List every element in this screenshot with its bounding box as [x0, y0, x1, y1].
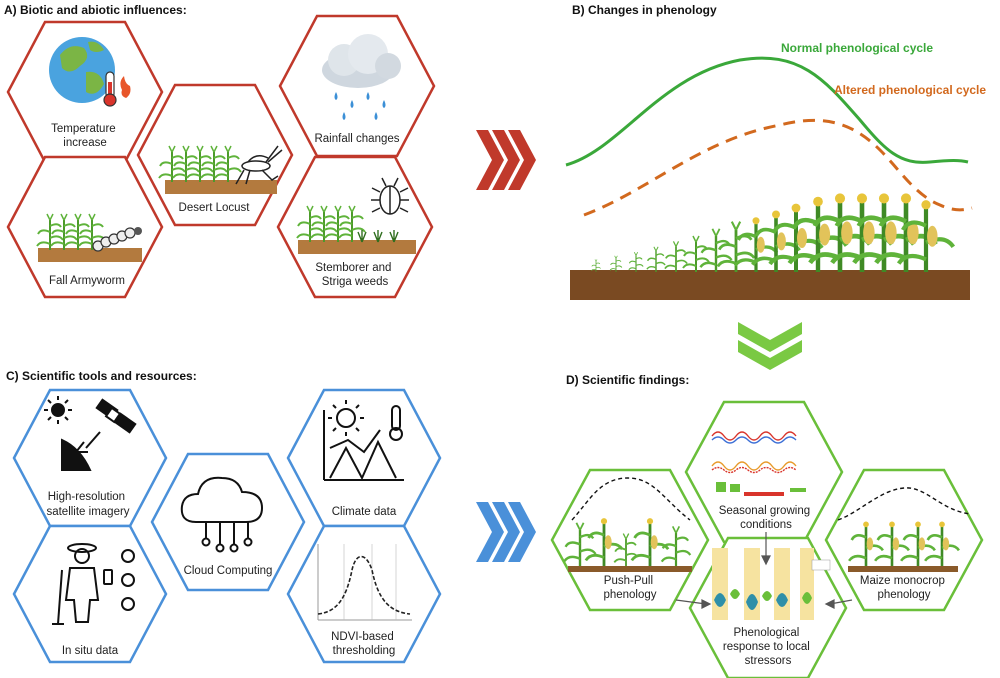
- altered-cycle-label: Altered phenological cycle: [834, 83, 986, 97]
- connector-arrows: [675, 532, 853, 609]
- maize-plants: [158, 145, 242, 183]
- label-pushpull: Push-Pull phenology: [603, 575, 656, 601]
- soil-strip: [298, 240, 416, 254]
- chevron-right-icon-red: [476, 130, 536, 190]
- label-armyworm: Fall Armyworm: [49, 275, 125, 287]
- panel-b: B) Changes in phenology Normal phenologi…: [565, 3, 986, 300]
- pushpull-cycle-curve: [571, 477, 691, 521]
- soil-strip: [165, 180, 277, 194]
- rain-cloud-icon: [322, 34, 401, 120]
- farmer-icon: [52, 543, 135, 625]
- panel-c: C) Scientific tools and resources: High-…: [6, 369, 442, 664]
- monocrop-cycle-curve: [837, 487, 971, 521]
- label-insitu: In situ data: [62, 645, 119, 657]
- normal-cycle-label: Normal phenological cycle: [781, 41, 933, 55]
- soil-strip: [38, 248, 142, 262]
- hex-seasonal: Seasonal growing conditions: [684, 400, 844, 544]
- hex-border: [276, 155, 434, 299]
- altered-cycle-curve: [583, 118, 973, 217]
- ndvi-curve-icon: [317, 544, 412, 621]
- armyworm-icon: [92, 227, 142, 252]
- panel-d: D) Scientific findings: Seasonal growing…: [550, 373, 984, 678]
- label-monocrop: Maize monocrop phenology: [860, 575, 948, 601]
- panel-c-title: C) Scientific tools and resources:: [6, 369, 197, 383]
- hex-locust: Desert Locust: [136, 83, 294, 227]
- globe-thermometer-icon: [49, 37, 131, 107]
- chevron-right-icon-blue: [476, 502, 536, 562]
- hex-ndvi: NDVI-based thresholding: [286, 524, 442, 664]
- hex-insitu: In situ data: [12, 524, 168, 664]
- time-series-icon: [711, 431, 806, 496]
- panel-a-title: A) Biotic and abiotic influences:: [4, 3, 187, 17]
- hex-pushpull: Push-Pull phenology: [550, 468, 710, 612]
- locust-icon: [235, 145, 283, 185]
- label-temperature: Temperature increase: [51, 123, 119, 149]
- soil-strip: [568, 566, 692, 572]
- hex-border: [550, 468, 710, 612]
- label-ndvi: NDVI-based thresholding: [331, 631, 397, 657]
- label-cloud: Cloud Computing: [184, 565, 273, 577]
- hex-rainfall: Rainfall changes: [278, 14, 436, 158]
- hex-monocrop: Maize monocrop phenology: [824, 468, 984, 612]
- hex-response: Phenological response to local stressors: [688, 536, 848, 678]
- hex-armyworm: Fall Armyworm: [6, 155, 164, 299]
- label-stemborer: Stemborer and Striga weeds: [315, 262, 394, 288]
- cloud-network-icon: [180, 476, 264, 553]
- hex-stemborer: Stemborer and Striga weeds: [276, 155, 434, 299]
- growth-stage-plants: [591, 193, 953, 272]
- panel-a: A) Biotic and abiotic influences: Temper…: [4, 3, 436, 299]
- soil-strip: [848, 566, 958, 572]
- panel-d-title: D) Scientific findings:: [566, 373, 689, 387]
- violin-plot-icon: [712, 548, 831, 620]
- chevron-down-icon-green: [738, 322, 802, 370]
- label-rainfall: Rainfall changes: [314, 133, 399, 145]
- normal-cycle-curve: [565, 56, 969, 167]
- hex-cloud: Cloud Computing: [150, 452, 306, 592]
- label-seasonal: Seasonal growing conditions: [719, 505, 814, 531]
- hex-border: [286, 524, 442, 664]
- satellite-icon: [44, 396, 137, 471]
- hex-temperature: Temperature increase: [6, 20, 164, 164]
- label-climate: Climate data: [332, 506, 397, 518]
- soil-band: [570, 270, 970, 300]
- label-satellite: High-resolution satellite imagery: [46, 491, 129, 518]
- label-locust: Desert Locust: [179, 202, 251, 214]
- panel-b-title: B) Changes in phenology: [572, 3, 717, 17]
- climate-chart-icon: [323, 400, 404, 481]
- striga-weeds-icon: [357, 230, 399, 243]
- hex-climate: Climate data: [286, 388, 442, 528]
- hex-border: [12, 524, 168, 664]
- hex-satellite: High-resolution satellite imagery: [12, 388, 168, 528]
- stemborer-bug-icon: [371, 177, 409, 215]
- label-response: Phenological response to local stressors: [723, 627, 813, 667]
